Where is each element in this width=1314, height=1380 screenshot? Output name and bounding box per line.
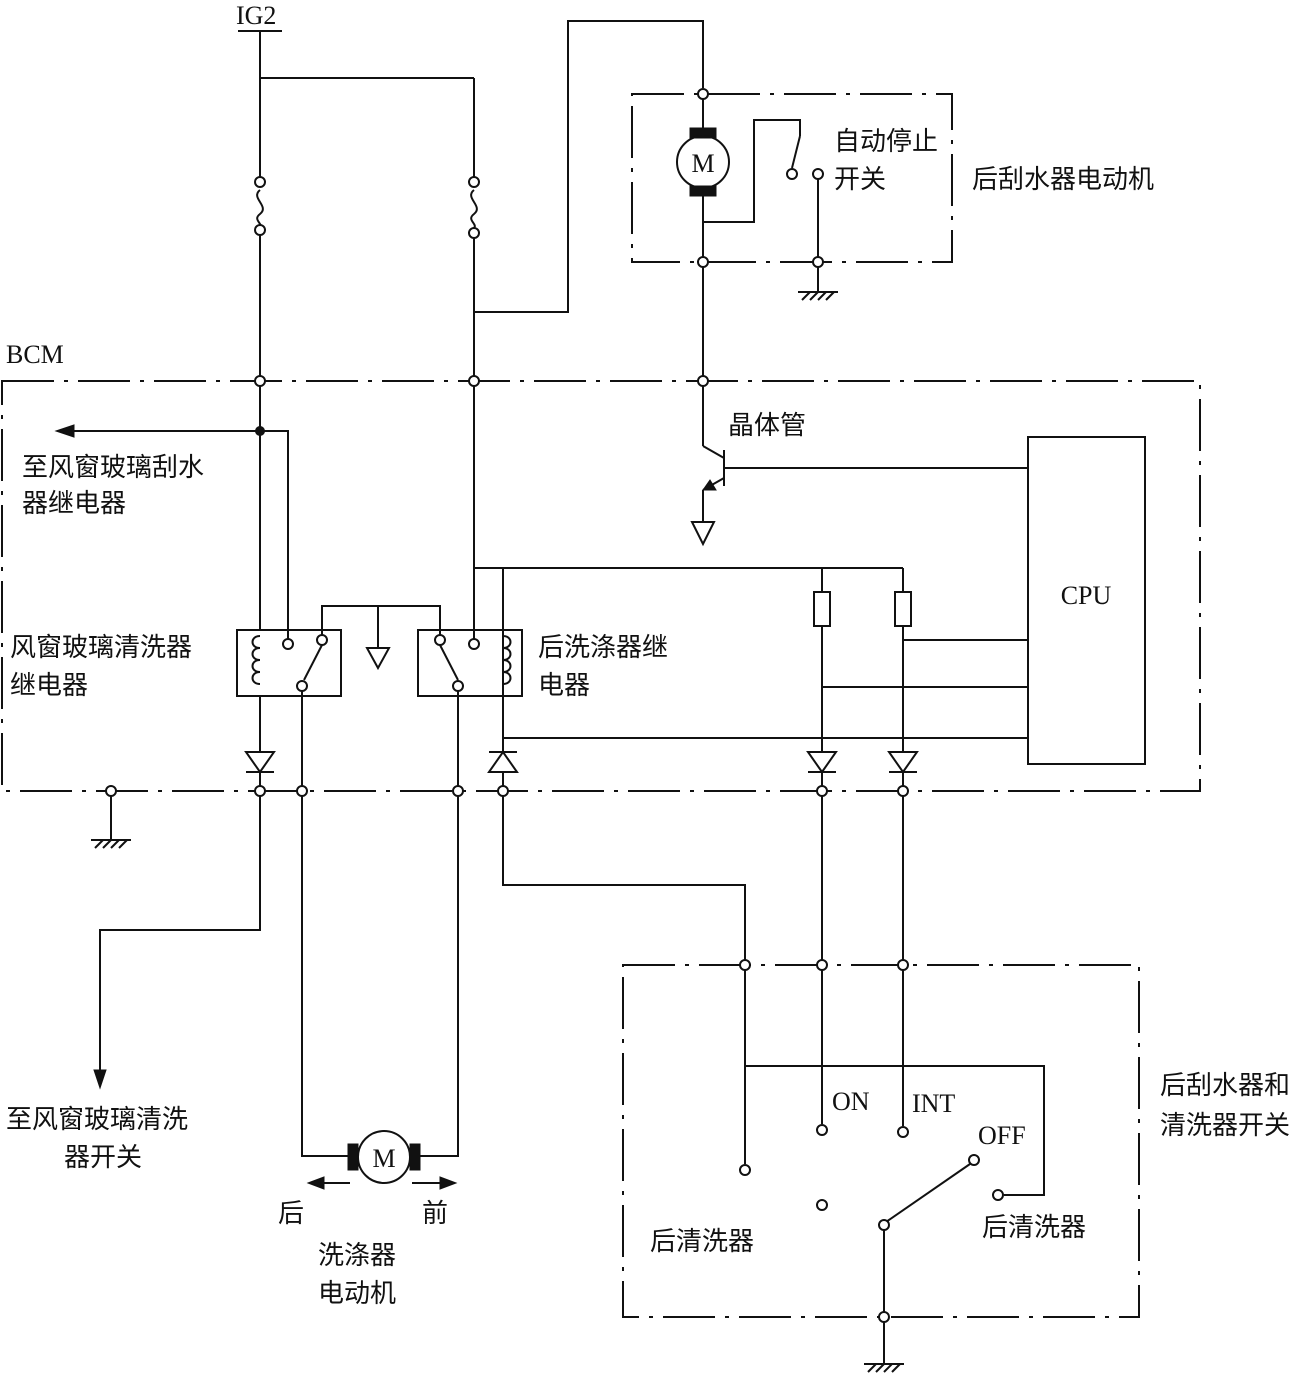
washer-motor-label-2: 电动机 xyxy=(318,1279,396,1309)
auto-stop-switch-label-2: 开关 xyxy=(834,165,886,195)
to-wiper-relay-label: 至风窗玻璃刮水 xyxy=(22,453,204,483)
rear-switch-box xyxy=(622,964,1140,1318)
diodes xyxy=(244,696,919,786)
cpu-label: CPU xyxy=(1061,581,1112,610)
windshield-washer-relay-label: 风窗玻璃清洗器 xyxy=(10,633,192,663)
rear-washer-relay xyxy=(417,629,523,697)
bcm-box xyxy=(1,380,1201,792)
rear-switch-label-2: 清洗器开关 xyxy=(1160,1111,1290,1141)
cpu-box xyxy=(1027,436,1146,765)
rear-washer-relay-label-2: 电器 xyxy=(538,671,590,701)
rear-wiper-motor-box: M xyxy=(631,88,953,376)
rear-direction-label: 后 xyxy=(278,1199,304,1229)
ig2-supply xyxy=(238,20,704,376)
windshield-washer-relay xyxy=(236,605,441,697)
washer-motor-letter: M xyxy=(372,1144,395,1173)
bcm-label: BCM xyxy=(6,340,64,369)
int-label: INT xyxy=(912,1089,955,1118)
ig2-label: IG2 xyxy=(236,1,276,30)
rear-switch-label: 后刮水器和 xyxy=(1160,1071,1290,1101)
rear-wiper-motor-label: 后刮水器电动机 xyxy=(972,165,1154,195)
rear-washer-left-label: 后清洗器 xyxy=(650,1227,754,1257)
washer-motor xyxy=(301,796,459,1190)
rear-washer-relay-label: 后洗涤器继 xyxy=(538,633,668,663)
transistor-symbol xyxy=(690,386,1028,547)
transistor-label: 晶体管 xyxy=(728,411,806,441)
motor-letter: M xyxy=(691,149,714,178)
front-direction-label: 前 xyxy=(422,1199,448,1229)
on-label: ON xyxy=(832,1087,870,1116)
to-washer-switch-label-2: 器开关 xyxy=(64,1143,142,1173)
off-label: OFF xyxy=(978,1121,1026,1150)
windshield-washer-relay-label-2: 继电器 xyxy=(10,671,88,701)
to-wiper-relay-label-2: 器继电器 xyxy=(22,489,126,519)
to-washer-switch-label: 至风窗玻璃清洗 xyxy=(6,1105,188,1135)
rear-washer-right-label: 后清洗器 xyxy=(982,1213,1086,1243)
washer-motor-label: 洗涤器 xyxy=(318,1241,396,1271)
auto-stop-switch-label: 自动停止 xyxy=(834,127,938,157)
